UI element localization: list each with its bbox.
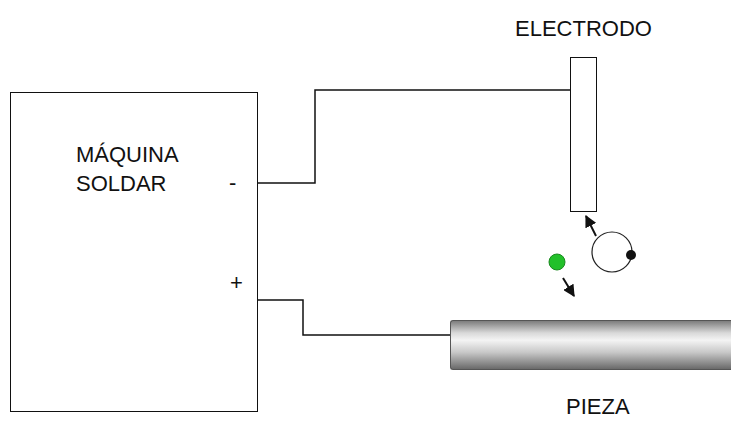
node-label: PIEZA	[566, 393, 630, 422]
ion-arrow	[563, 278, 574, 296]
electrode-rod: ELECTRODO	[570, 57, 597, 212]
cable	[258, 90, 570, 183]
node-label: MÁQUINA SOLDAR	[76, 141, 206, 198]
electron-dot	[626, 250, 636, 260]
workpiece-bar: PIEZA	[450, 320, 731, 370]
positive-terminal: +	[230, 272, 243, 294]
cable	[258, 300, 450, 335]
node-label: ELECTRODO	[515, 15, 652, 44]
electron-arrow	[586, 216, 596, 236]
welding-machine-box: MÁQUINA SOLDAR	[10, 92, 258, 412]
ion-particle	[549, 254, 565, 270]
negative-terminal: -	[229, 172, 236, 194]
electron-orbit	[592, 232, 632, 272]
